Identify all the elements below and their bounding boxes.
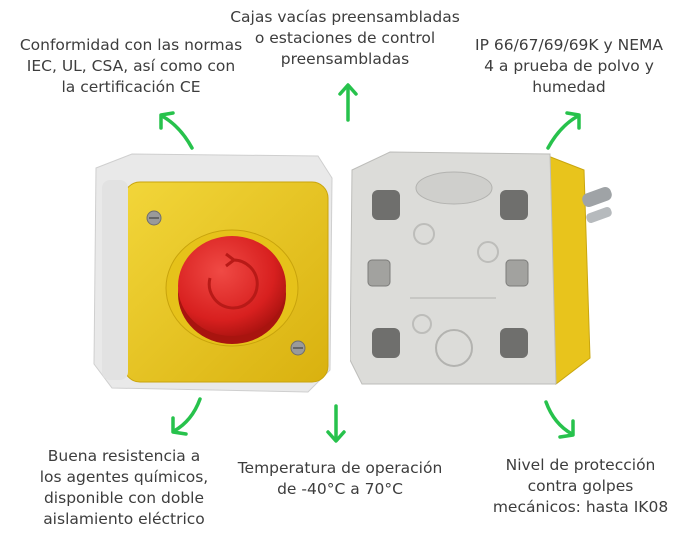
- caption-preassembled: Cajas vacías preensambladas o estaciones…: [230, 8, 460, 68]
- arrow-up-left-icon: [159, 111, 194, 150]
- caption-ip-rating: IP 66/67/69/69K y NEMA 4 a prueba de pol…: [475, 36, 663, 96]
- enclosure-back-view: [350, 151, 612, 385]
- caption-standards: Conformidad con las normas IEC, UL, CSA,…: [19, 36, 243, 96]
- arrow-down-right-icon: [544, 400, 575, 439]
- caption-impact-protection: Nivel de protección contra golpes mecáni…: [492, 456, 669, 516]
- caption-temperature: Temperatura de operación de -40°C a 70°C: [237, 459, 443, 498]
- emergency-stop-front: [93, 153, 333, 393]
- caption-chemical-resistance: Buena resistencia a los agentes químicos…: [39, 447, 209, 528]
- arrow-up-icon: [338, 83, 358, 122]
- arrow-down-icon: [326, 404, 346, 443]
- arrow-up-right-icon: [546, 111, 581, 150]
- arrow-down-left-icon: [171, 397, 202, 436]
